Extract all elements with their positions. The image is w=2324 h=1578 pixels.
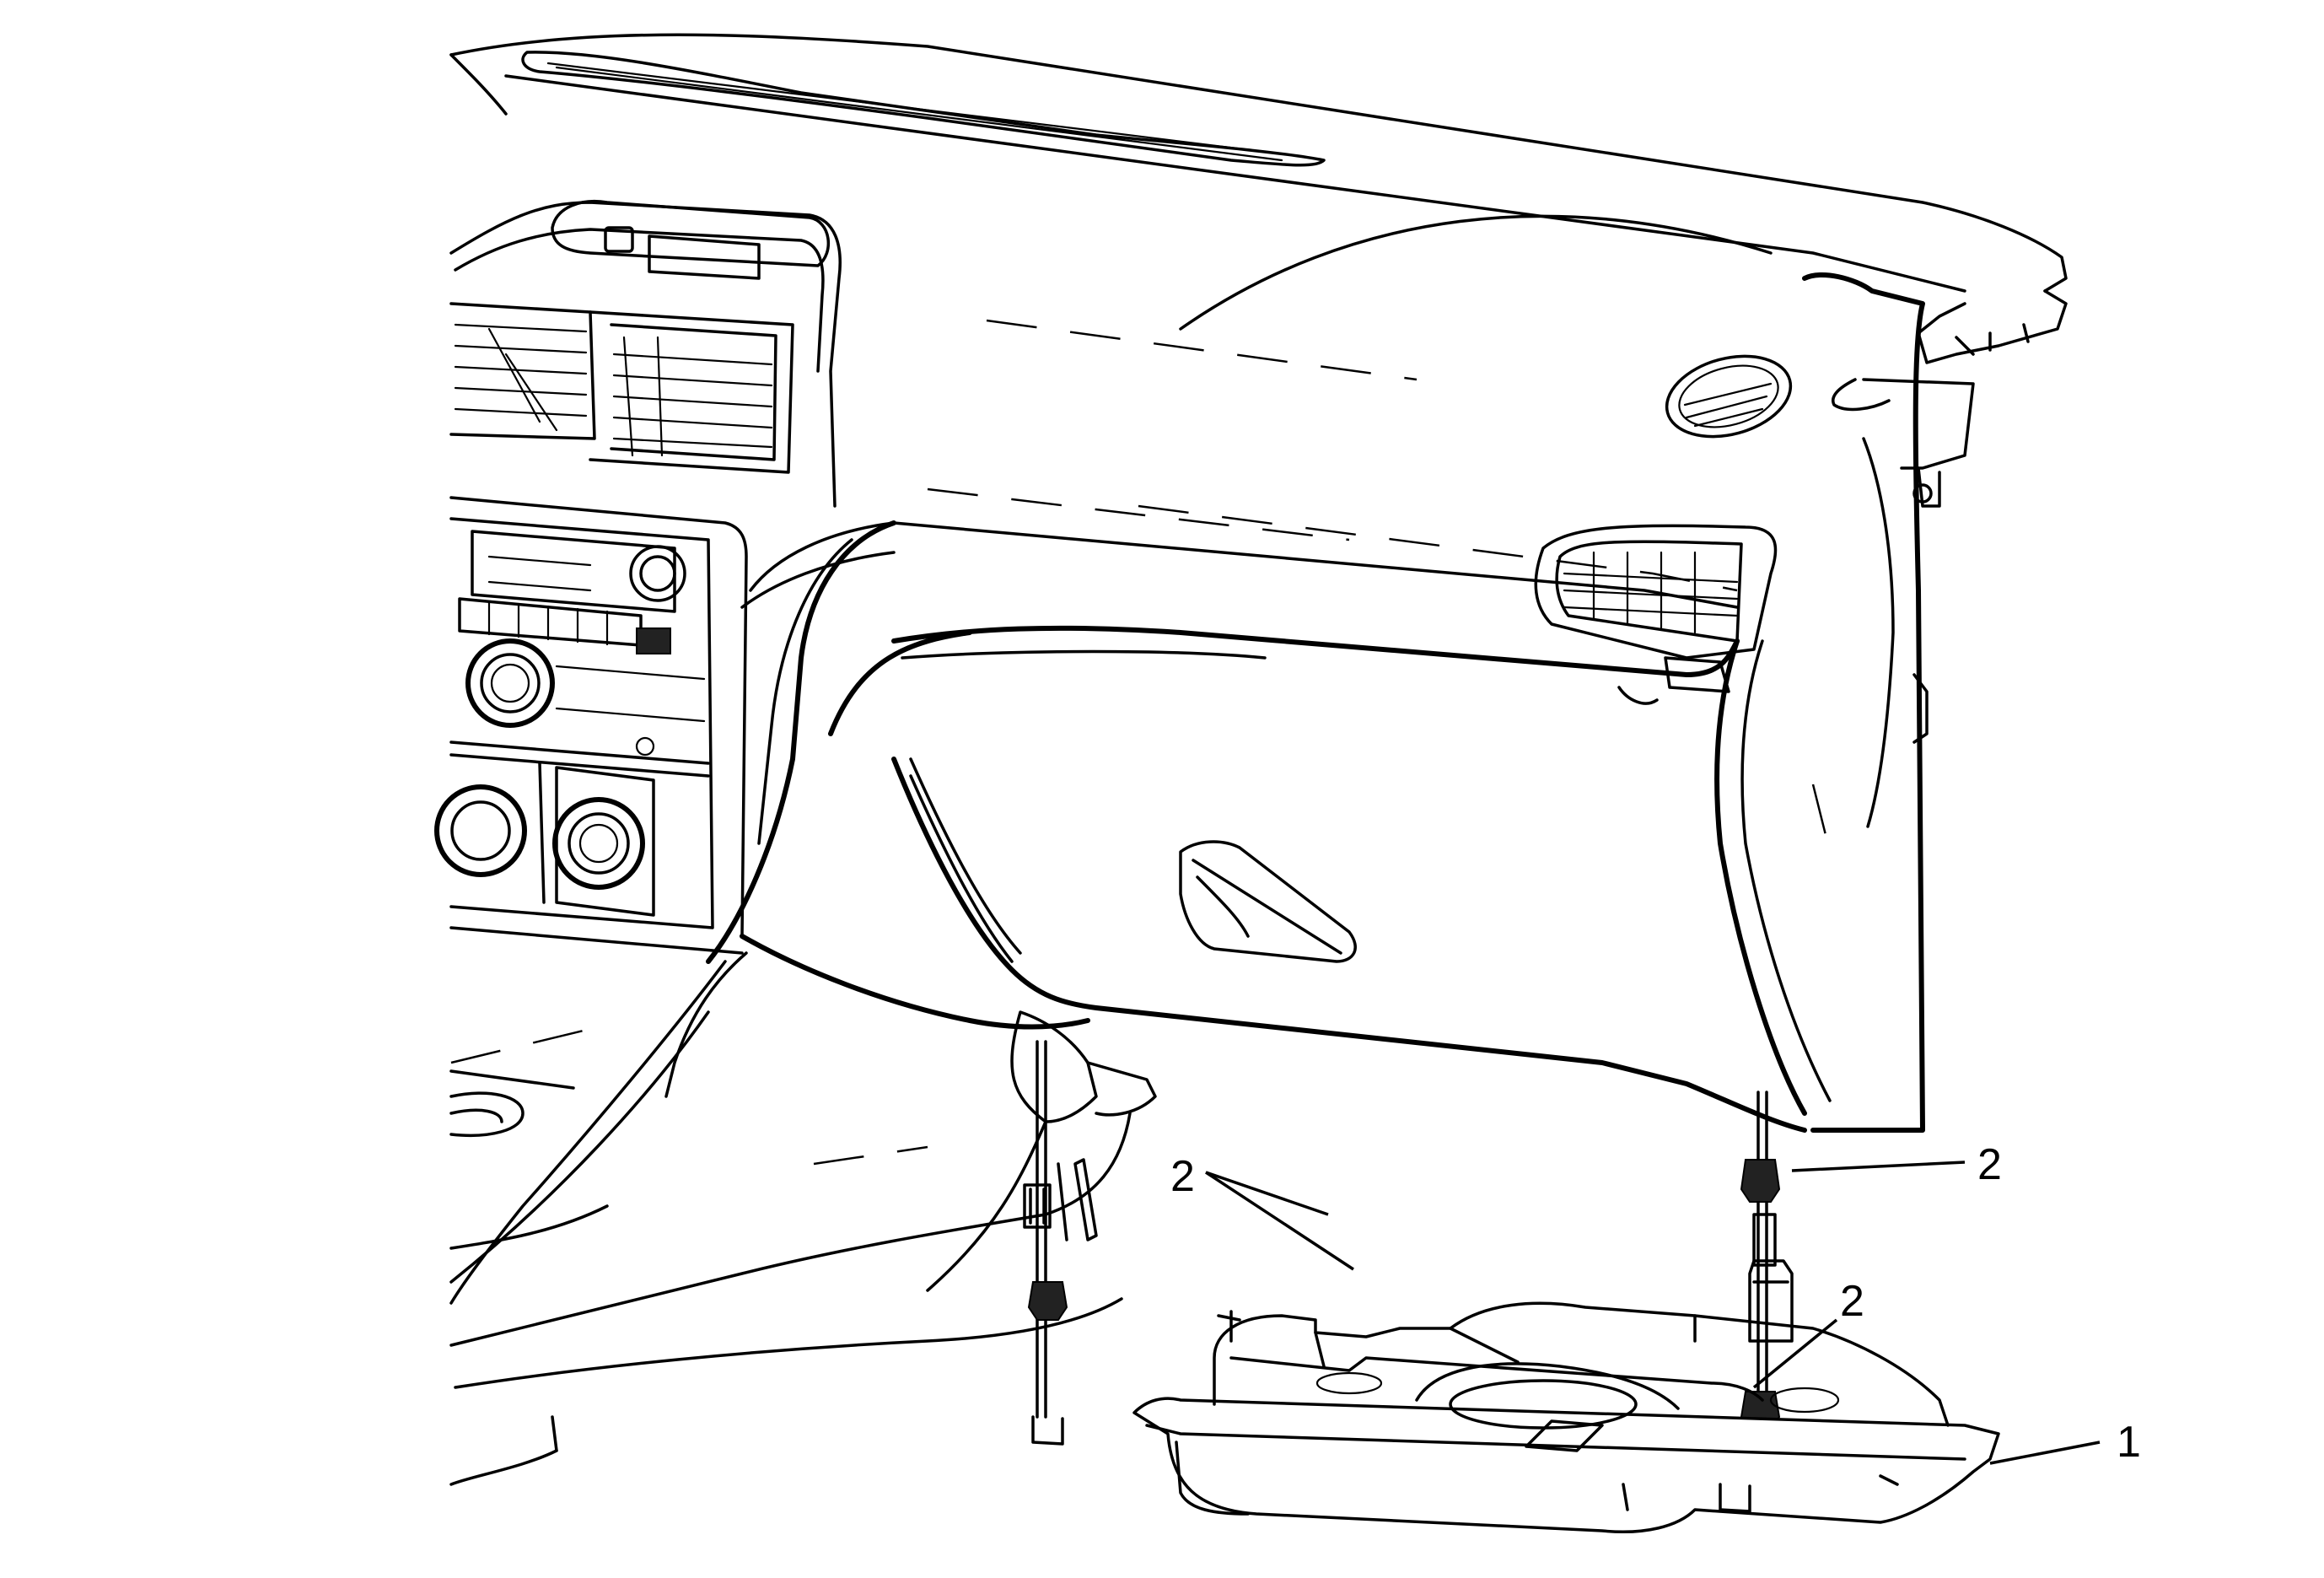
callout-2-lower: 2 xyxy=(1752,1277,1864,1389)
callout-2-left: 2 xyxy=(1170,1152,1354,1271)
center-stack xyxy=(434,200,842,955)
lower-dash-trim xyxy=(449,520,1739,1486)
callout-2-left-label: 2 xyxy=(1170,1152,1195,1201)
passenger-dash-panel xyxy=(891,272,1975,1133)
instrument-panel-upper xyxy=(449,33,2068,592)
center-vent-louvers xyxy=(454,323,773,457)
clip-upper-right xyxy=(1740,1159,1781,1267)
callout-1: 1 xyxy=(1989,1418,2141,1467)
clip-upper-left xyxy=(1023,1183,1052,1229)
hvac-knob-right xyxy=(552,797,645,890)
hvac-knob-left xyxy=(434,784,527,877)
knob-upper xyxy=(629,545,686,602)
callout-2-right-label: 2 xyxy=(1977,1140,2002,1189)
clip-lower-left xyxy=(1027,1281,1068,1321)
glove-box-handle xyxy=(1179,840,1357,963)
clip-receiver-right xyxy=(1748,1259,1794,1343)
callout-2-lower-label: 2 xyxy=(1840,1277,1864,1326)
knob-volume xyxy=(465,638,555,728)
side-vent-louvers xyxy=(1563,551,1739,634)
callout-1-label: 1 xyxy=(2117,1418,2141,1467)
round-vent xyxy=(1665,354,1793,439)
glove-box-compartment xyxy=(1031,1301,2000,1534)
callout-2-right: 2 xyxy=(1791,1140,2002,1189)
